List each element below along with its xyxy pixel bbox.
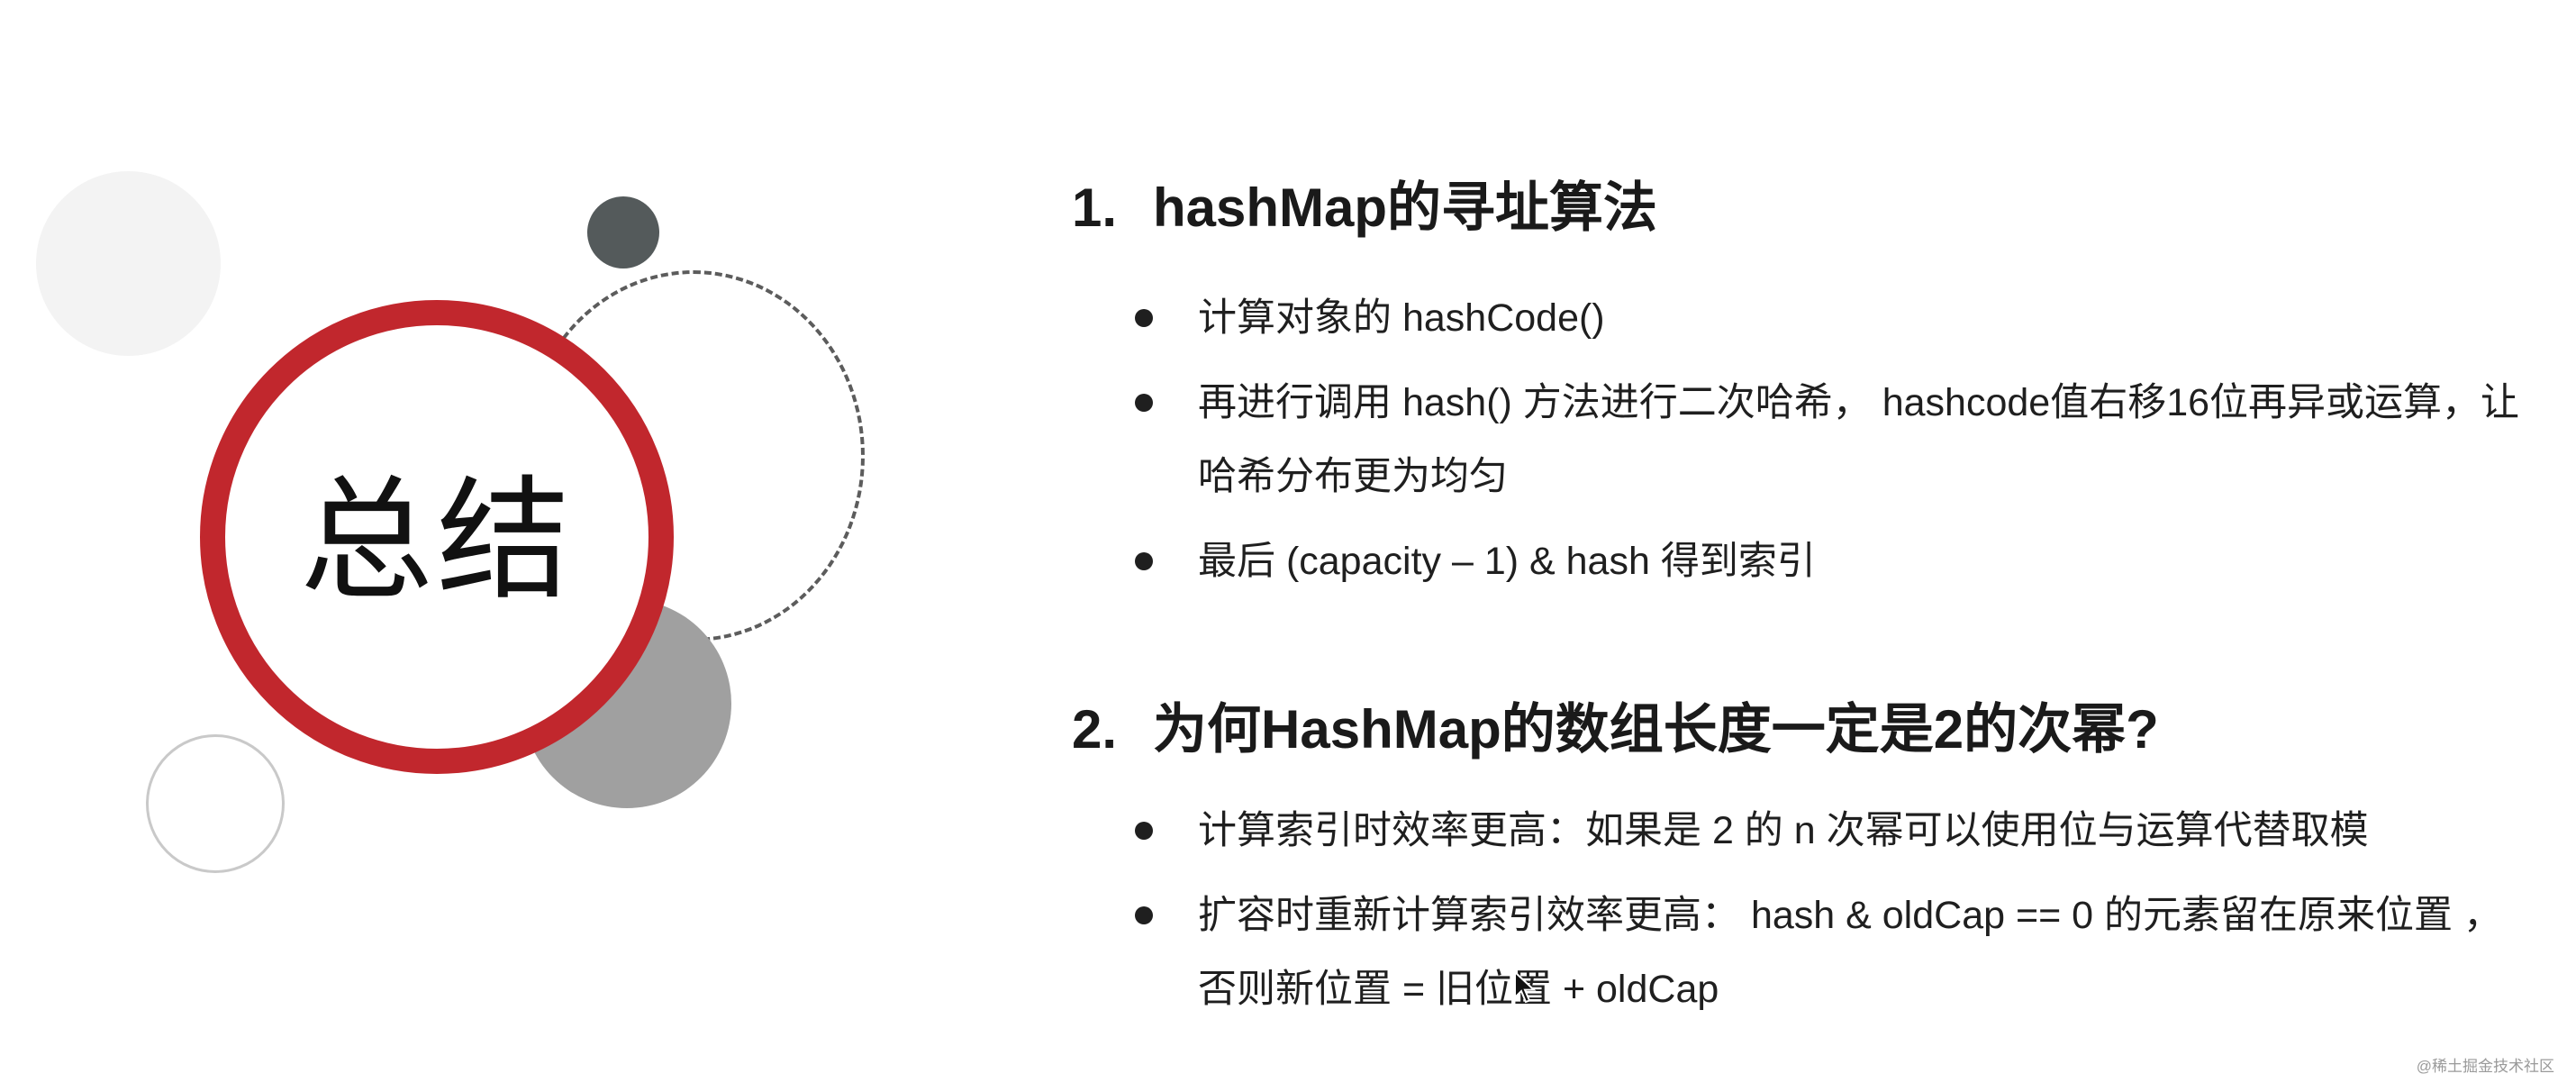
bullet-text: 最后 (capacity – 1) & hash 得到索引 — [1198, 540, 1816, 583]
title-ring: 总结 — [200, 300, 674, 774]
section-heading: 1. hashMap的寻址算法 — [1072, 176, 2531, 241]
section-number: 1. — [1072, 177, 1118, 238]
bullet-dot-icon — [1135, 552, 1153, 570]
section-heading: 2. 为何HashMap的数组长度一定是2的次幂? — [1072, 697, 2531, 762]
list-item: 再进行调用 hash() 方法进行二次哈希， hashcode值右移16位再异或… — [1072, 366, 2531, 514]
dark-gray-dot — [587, 196, 659, 268]
bullet-list: 计算对象的 hashCode() 再进行调用 hash() 方法进行二次哈希， … — [1072, 281, 2531, 598]
mouse-cursor-icon — [1514, 970, 1537, 1004]
list-item: 计算对象的 hashCode() — [1072, 281, 2531, 355]
list-item: 最后 (capacity – 1) & hash 得到索引 — [1072, 524, 2531, 598]
slide-title: 总结 — [300, 467, 574, 615]
light-gray-circle — [36, 171, 221, 356]
list-item: 计算索引时效率更高：如果是 2 的 n 次幂可以使用位与运算代替取模 — [1072, 794, 2531, 868]
bullet-text: 计算索引时效率更高：如果是 2 的 n 次幂可以使用位与运算代替取模 — [1198, 809, 2369, 852]
watermark: @稀土掘金技术社区 — [2416, 1058, 2554, 1075]
content-area: 1. hashMap的寻址算法 计算对象的 hashCode() 再进行调用 h… — [1072, 176, 2531, 1026]
section-number: 2. — [1072, 699, 1118, 760]
bullet-dot-icon — [1135, 309, 1153, 327]
bullet-text: 计算对象的 hashCode() — [1198, 296, 1605, 340]
bullet-dot-icon — [1135, 822, 1153, 840]
bullet-text: 再进行调用 hash() 方法进行二次哈希， hashcode值右移16位再异或… — [1198, 381, 2520, 498]
bullet-text: 扩容时重新计算索引效率更高： hash & oldCap == 0 的元素留在原… — [1198, 894, 2502, 1011]
bullet-dot-icon — [1135, 394, 1153, 412]
section-heading-text: hashMap的寻址算法 — [1153, 177, 1658, 238]
section-addressing: 1. hashMap的寻址算法 计算对象的 hashCode() 再进行调用 h… — [1072, 176, 2531, 598]
bullet-list: 计算索引时效率更高：如果是 2 的 n 次幂可以使用位与运算代替取模 扩容时重新… — [1072, 794, 2531, 1026]
list-item: 扩容时重新计算索引效率更高： hash & oldCap == 0 的元素留在原… — [1072, 878, 2531, 1026]
bullet-dot-icon — [1135, 906, 1153, 924]
outline-circle — [146, 734, 285, 873]
section-heading-text: 为何HashMap的数组长度一定是2的次幂? — [1153, 699, 2159, 760]
section-power-of-two: 2. 为何HashMap的数组长度一定是2的次幂? 计算索引时效率更高：如果是 … — [1072, 697, 2531, 1026]
